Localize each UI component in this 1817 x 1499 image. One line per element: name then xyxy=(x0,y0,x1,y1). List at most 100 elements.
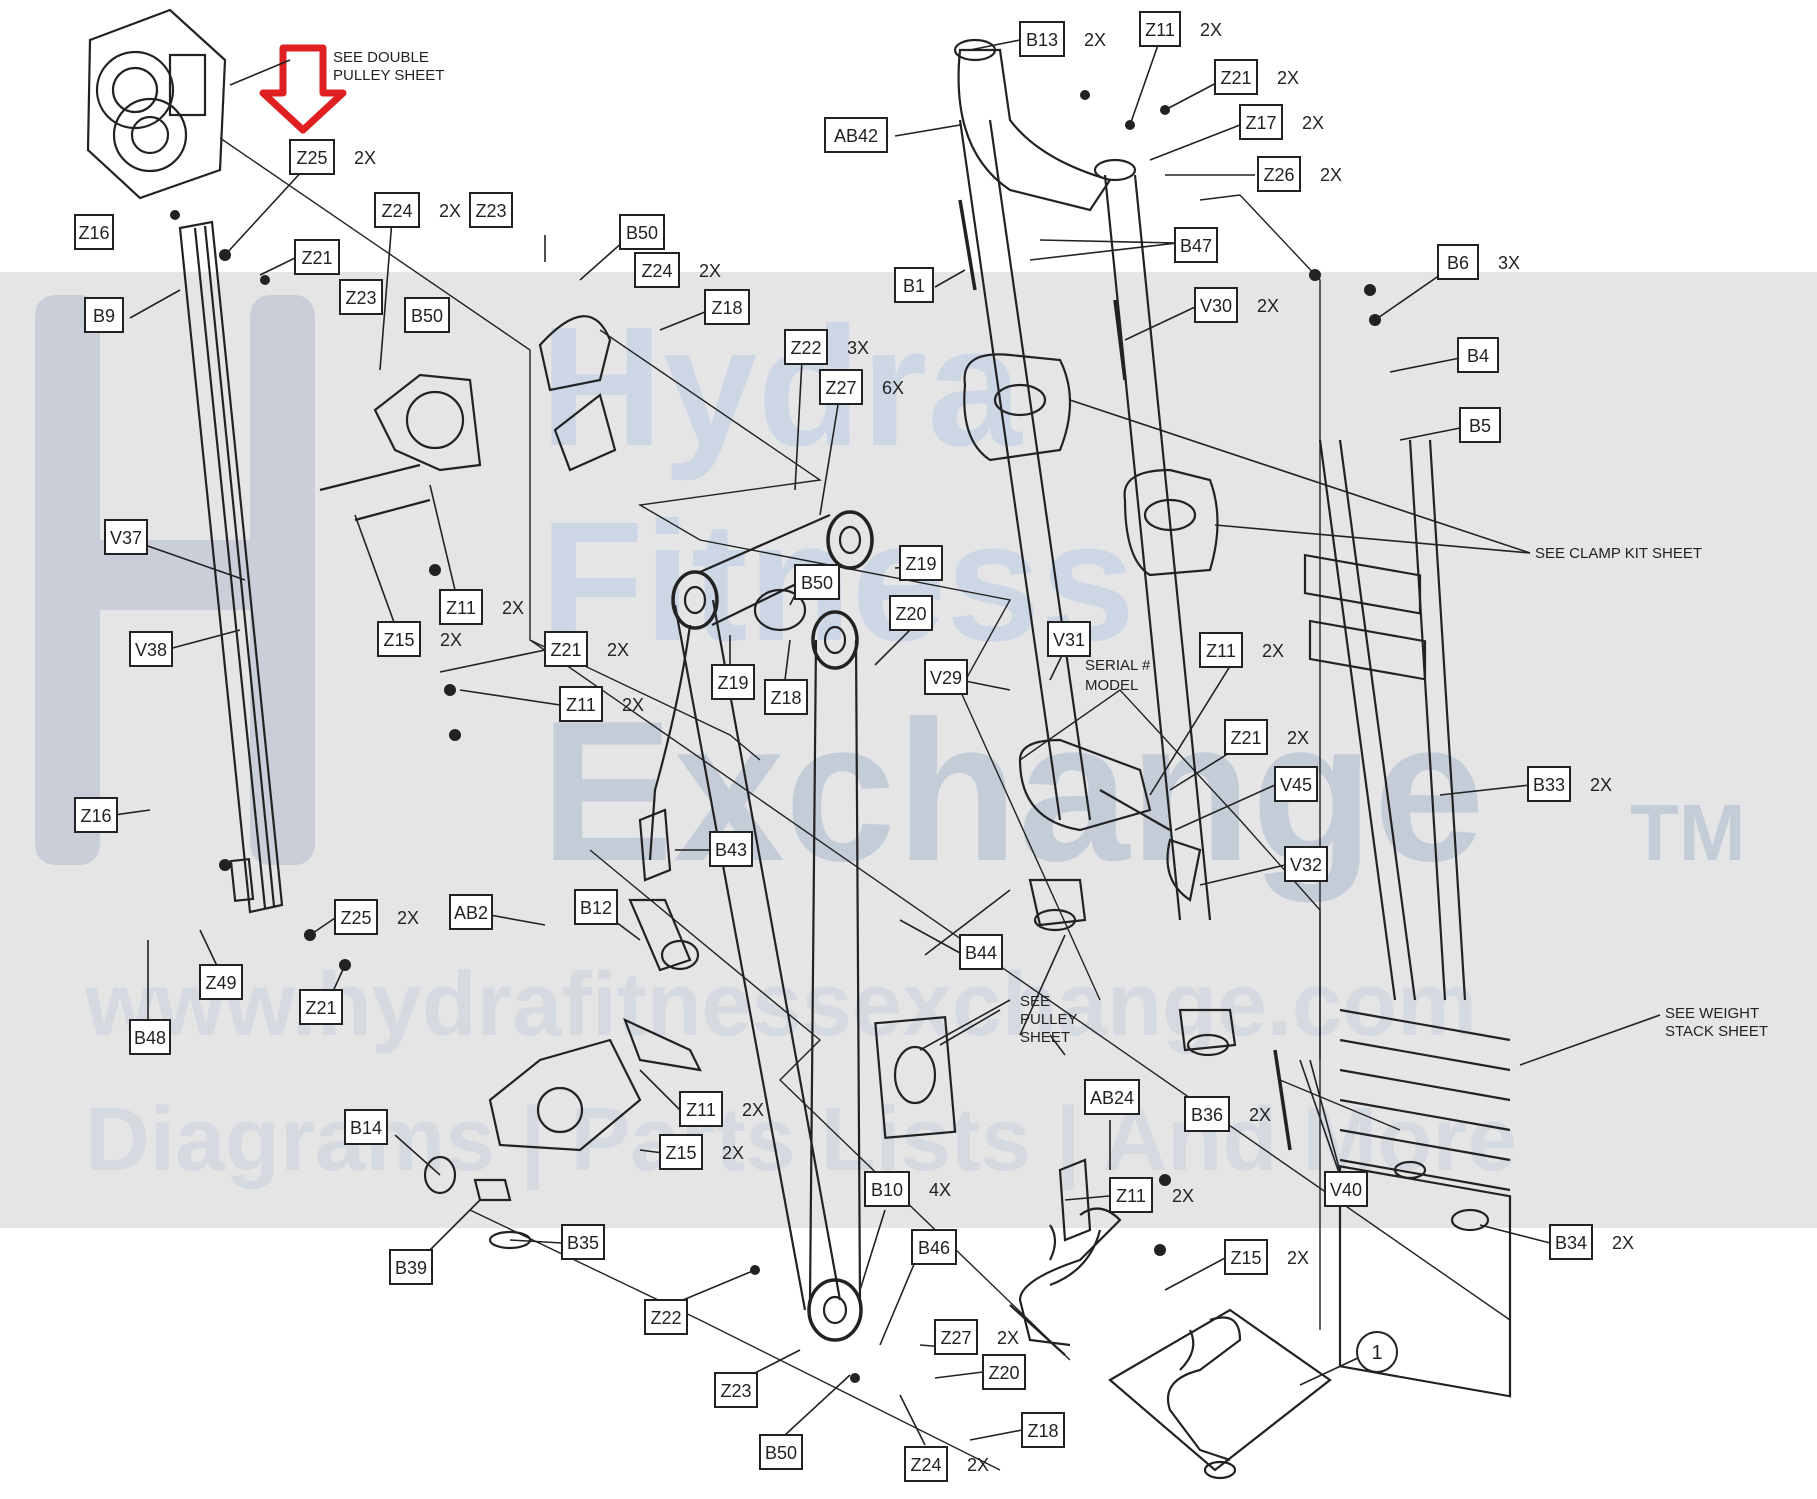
callout-box xyxy=(339,279,383,315)
callout-quantity: 2X xyxy=(967,1455,989,1475)
callout-quantity: 2X xyxy=(440,630,462,650)
callout-box xyxy=(1139,11,1181,47)
callout-quantity: 2X xyxy=(439,201,461,221)
callout-box xyxy=(1174,227,1218,263)
callout-label: B14 xyxy=(350,1118,382,1138)
callout-box xyxy=(1274,766,1318,802)
callout-ab2: AB2 xyxy=(449,894,493,930)
callout-label: B36 xyxy=(1191,1105,1223,1125)
assembly-1 xyxy=(1108,1308,1332,1480)
callout-v45: V45 xyxy=(1274,766,1318,802)
callout-label: Z21 xyxy=(305,998,336,1018)
callout-label: B34 xyxy=(1555,1233,1587,1253)
callout-z20: Z20 xyxy=(982,1354,1026,1390)
callout-b44: B44 xyxy=(959,934,1003,970)
callout-label: B39 xyxy=(395,1258,427,1278)
callout-box xyxy=(982,1354,1026,1390)
callout-box xyxy=(784,329,828,365)
callout-label: V45 xyxy=(1280,775,1312,795)
text-notes: SEE DOUBLE PULLEY SHEET SEE CLAMP KIT SH… xyxy=(333,49,1768,1046)
callout-box xyxy=(904,1446,948,1482)
callout-box xyxy=(1257,156,1301,192)
callout-b5: B5 xyxy=(1459,407,1501,443)
callout-box xyxy=(704,289,750,325)
callout-box xyxy=(377,621,421,657)
callout-quantity: 2X xyxy=(1590,775,1612,795)
callout-box xyxy=(129,1019,171,1055)
callout-label: B12 xyxy=(580,898,612,918)
serial-note-line1: SERIAL # xyxy=(1085,657,1151,674)
callout-label: Z16 xyxy=(80,806,111,826)
callout-z23: Z23 xyxy=(339,279,383,315)
highlight-arrow xyxy=(259,44,347,134)
callout-label: B10 xyxy=(871,1180,903,1200)
callout-quantity: 2X xyxy=(1277,68,1299,88)
callout-b12: B12 xyxy=(574,889,618,925)
callout-box xyxy=(1324,1171,1368,1207)
callout-box xyxy=(289,139,335,175)
callout-v38: V38 xyxy=(129,631,173,667)
callout-z21: Z21 xyxy=(299,989,343,1025)
callout-box xyxy=(889,595,933,631)
callout-quantity: 2X xyxy=(502,598,524,618)
callout-quantity: 2X xyxy=(722,1143,744,1163)
callout-z20: Z20 xyxy=(889,595,933,631)
callout-box xyxy=(659,1134,703,1170)
callout-quantity: 2X xyxy=(1287,728,1309,748)
callout-box xyxy=(199,964,243,1000)
callout-box xyxy=(1194,287,1238,323)
callout-box xyxy=(619,214,665,250)
callout-box xyxy=(1284,846,1328,882)
callout-box xyxy=(561,1224,605,1260)
callout-quantity: 2X xyxy=(1320,165,1342,185)
lower-front-bracket xyxy=(423,1017,702,1250)
bottom-pulley xyxy=(874,1015,957,1140)
callout-label: V31 xyxy=(1053,630,1085,650)
callout-label: Z11 xyxy=(566,695,596,715)
callout-label: Z22 xyxy=(790,338,821,358)
double-pulley-note-line1: SEE DOUBLE xyxy=(333,49,429,66)
callout-v31: V31 xyxy=(1047,621,1091,657)
callout-ab24: AB24 xyxy=(1084,1079,1140,1115)
callout-label: Z20 xyxy=(988,1363,1019,1383)
callout-box xyxy=(374,192,420,228)
callout-label: V32 xyxy=(1290,855,1322,875)
callout-box xyxy=(559,686,603,722)
callout-box xyxy=(1549,1224,1593,1260)
callout-quantity: 2X xyxy=(1262,641,1284,661)
callout-box xyxy=(344,1109,388,1145)
callout-box xyxy=(84,297,124,333)
callout-box xyxy=(644,1299,688,1335)
callout-quantity: 6X xyxy=(882,378,904,398)
watermark-line-3: Exchange xyxy=(540,680,1485,903)
callout-b43: B43 xyxy=(709,831,753,867)
callout-quantity: 2X xyxy=(607,640,629,660)
callout-label: B50 xyxy=(801,573,833,593)
callout-z19: Z19 xyxy=(899,545,943,581)
callout-b47: B47 xyxy=(1174,227,1218,263)
callout-v37: V37 xyxy=(104,519,148,555)
callout-z49: Z49 xyxy=(199,964,243,1000)
callout-box xyxy=(1437,244,1479,280)
callout-label: B46 xyxy=(918,1238,950,1258)
callout-label: B47 xyxy=(1180,236,1212,256)
callout-box xyxy=(794,564,840,600)
